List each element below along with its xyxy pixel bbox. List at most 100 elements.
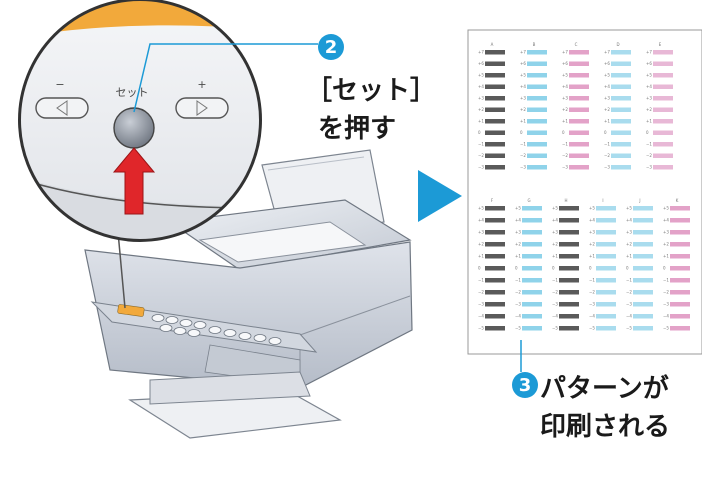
pattern-swatch	[485, 290, 505, 295]
pattern-row-value: +4	[515, 218, 521, 223]
zoom-leader-line	[117, 231, 126, 309]
pattern-row-value: +3	[562, 96, 568, 101]
pattern-swatch	[485, 254, 505, 259]
step3-badge: 3	[512, 372, 538, 398]
pattern-row-value: 0	[478, 266, 481, 271]
pattern-column-header: B	[533, 42, 536, 47]
pattern-row-value: −5	[589, 326, 595, 331]
pattern-swatch	[670, 218, 690, 223]
pattern-row-value: −4	[478, 314, 484, 319]
pattern-swatch	[485, 302, 505, 307]
pattern-swatch	[611, 130, 631, 135]
pattern-swatch	[633, 278, 653, 283]
pattern-row-value: −1	[646, 142, 652, 147]
next-arrow-icon	[418, 170, 462, 222]
pattern-swatch	[569, 119, 589, 124]
pattern-row-value: +2	[604, 107, 610, 112]
pattern-row-value: −2	[646, 153, 652, 158]
pattern-swatch	[611, 165, 631, 170]
pattern-swatch	[522, 230, 542, 235]
pattern-swatch	[485, 206, 505, 211]
pattern-swatch	[569, 165, 589, 170]
pattern-row-value: +6	[562, 61, 568, 66]
pattern-column-header: F	[491, 198, 494, 203]
pattern-row-value: +6	[478, 61, 484, 66]
pattern-row-value: +5	[626, 206, 632, 211]
pattern-swatch	[559, 266, 579, 271]
pattern-row-value: +5	[520, 73, 526, 78]
pattern-swatch	[522, 206, 542, 211]
pattern-row-value: +4	[589, 218, 595, 223]
pattern-row-value: −3	[626, 302, 632, 307]
pattern-swatch	[527, 84, 547, 89]
pattern-row-value: +2	[663, 242, 669, 247]
pattern-swatch	[485, 230, 505, 235]
pattern-row-value: +7	[646, 50, 652, 55]
pattern-swatch	[596, 230, 616, 235]
pattern-row-value: +6	[646, 61, 652, 66]
pattern-swatch	[653, 119, 673, 124]
pattern-row-value: +4	[478, 218, 484, 223]
pattern-row-value: +4	[646, 84, 652, 89]
pattern-row-value: −1	[663, 278, 669, 283]
pattern-row-value: +7	[478, 50, 484, 55]
pattern-row-value: 0	[520, 130, 523, 135]
pattern-swatch	[633, 314, 653, 319]
pattern-row-value: +1	[589, 254, 595, 259]
pattern-row-value: −2	[626, 290, 632, 295]
pattern-swatch	[611, 84, 631, 89]
minus-key[interactable]	[35, 97, 89, 119]
pattern-swatch	[569, 50, 589, 55]
pattern-row-value: +4	[626, 218, 632, 223]
pattern-row-value: −4	[589, 314, 595, 319]
pattern-row-value: +3	[478, 230, 484, 235]
pattern-row-value: −1	[604, 142, 610, 147]
pattern-row-value: −3	[646, 165, 652, 170]
set-key[interactable]	[113, 107, 155, 149]
pattern-swatch	[653, 130, 673, 135]
step3-line1: パターンが	[540, 374, 669, 404]
pattern-row-value: +5	[478, 206, 484, 211]
pattern-swatch	[559, 302, 579, 307]
pattern-row-value: +1	[562, 119, 568, 124]
pattern-swatch	[633, 218, 653, 223]
plus-key[interactable]	[175, 97, 229, 119]
pattern-row-value: −3	[520, 165, 526, 170]
pattern-row-value: −4	[515, 314, 521, 319]
pattern-swatch	[611, 61, 631, 66]
pattern-row-value: +3	[604, 96, 610, 101]
pattern-row-value: +7	[562, 50, 568, 55]
pattern-row-value: −4	[626, 314, 632, 319]
pattern-row-value: −2	[478, 153, 484, 158]
pattern-swatch	[653, 153, 673, 158]
pattern-swatch	[485, 73, 505, 78]
pattern-row-value: −2	[552, 290, 558, 295]
pattern-row-value: +3	[552, 230, 558, 235]
pattern-swatch	[596, 290, 616, 295]
pattern-row-value: +4	[552, 218, 558, 223]
pattern-swatch	[670, 266, 690, 271]
pattern-swatch	[485, 242, 505, 247]
pattern-row-value: 0	[515, 266, 518, 271]
pattern-swatch	[559, 206, 579, 211]
pattern-swatch	[633, 242, 653, 247]
pattern-row-value: +2	[478, 107, 484, 112]
pattern-swatch	[670, 230, 690, 235]
pattern-row-value: −2	[478, 290, 484, 295]
press-arrow-icon	[112, 147, 156, 215]
pattern-row-value: +4	[604, 84, 610, 89]
pattern-column-header: K	[676, 198, 679, 203]
pattern-swatch	[522, 266, 542, 271]
step2-line1: ［セット］	[306, 76, 437, 106]
pattern-row-value: +1	[520, 119, 526, 124]
pattern-swatch	[596, 206, 616, 211]
pattern-swatch	[559, 218, 579, 223]
plus-label: +	[197, 78, 206, 91]
pattern-swatch	[596, 254, 616, 259]
pattern-swatch	[611, 119, 631, 124]
pattern-row-value: −5	[515, 326, 521, 331]
pattern-swatch	[653, 165, 673, 170]
pattern-row-value: −1	[478, 278, 484, 283]
pattern-swatch	[485, 278, 505, 283]
